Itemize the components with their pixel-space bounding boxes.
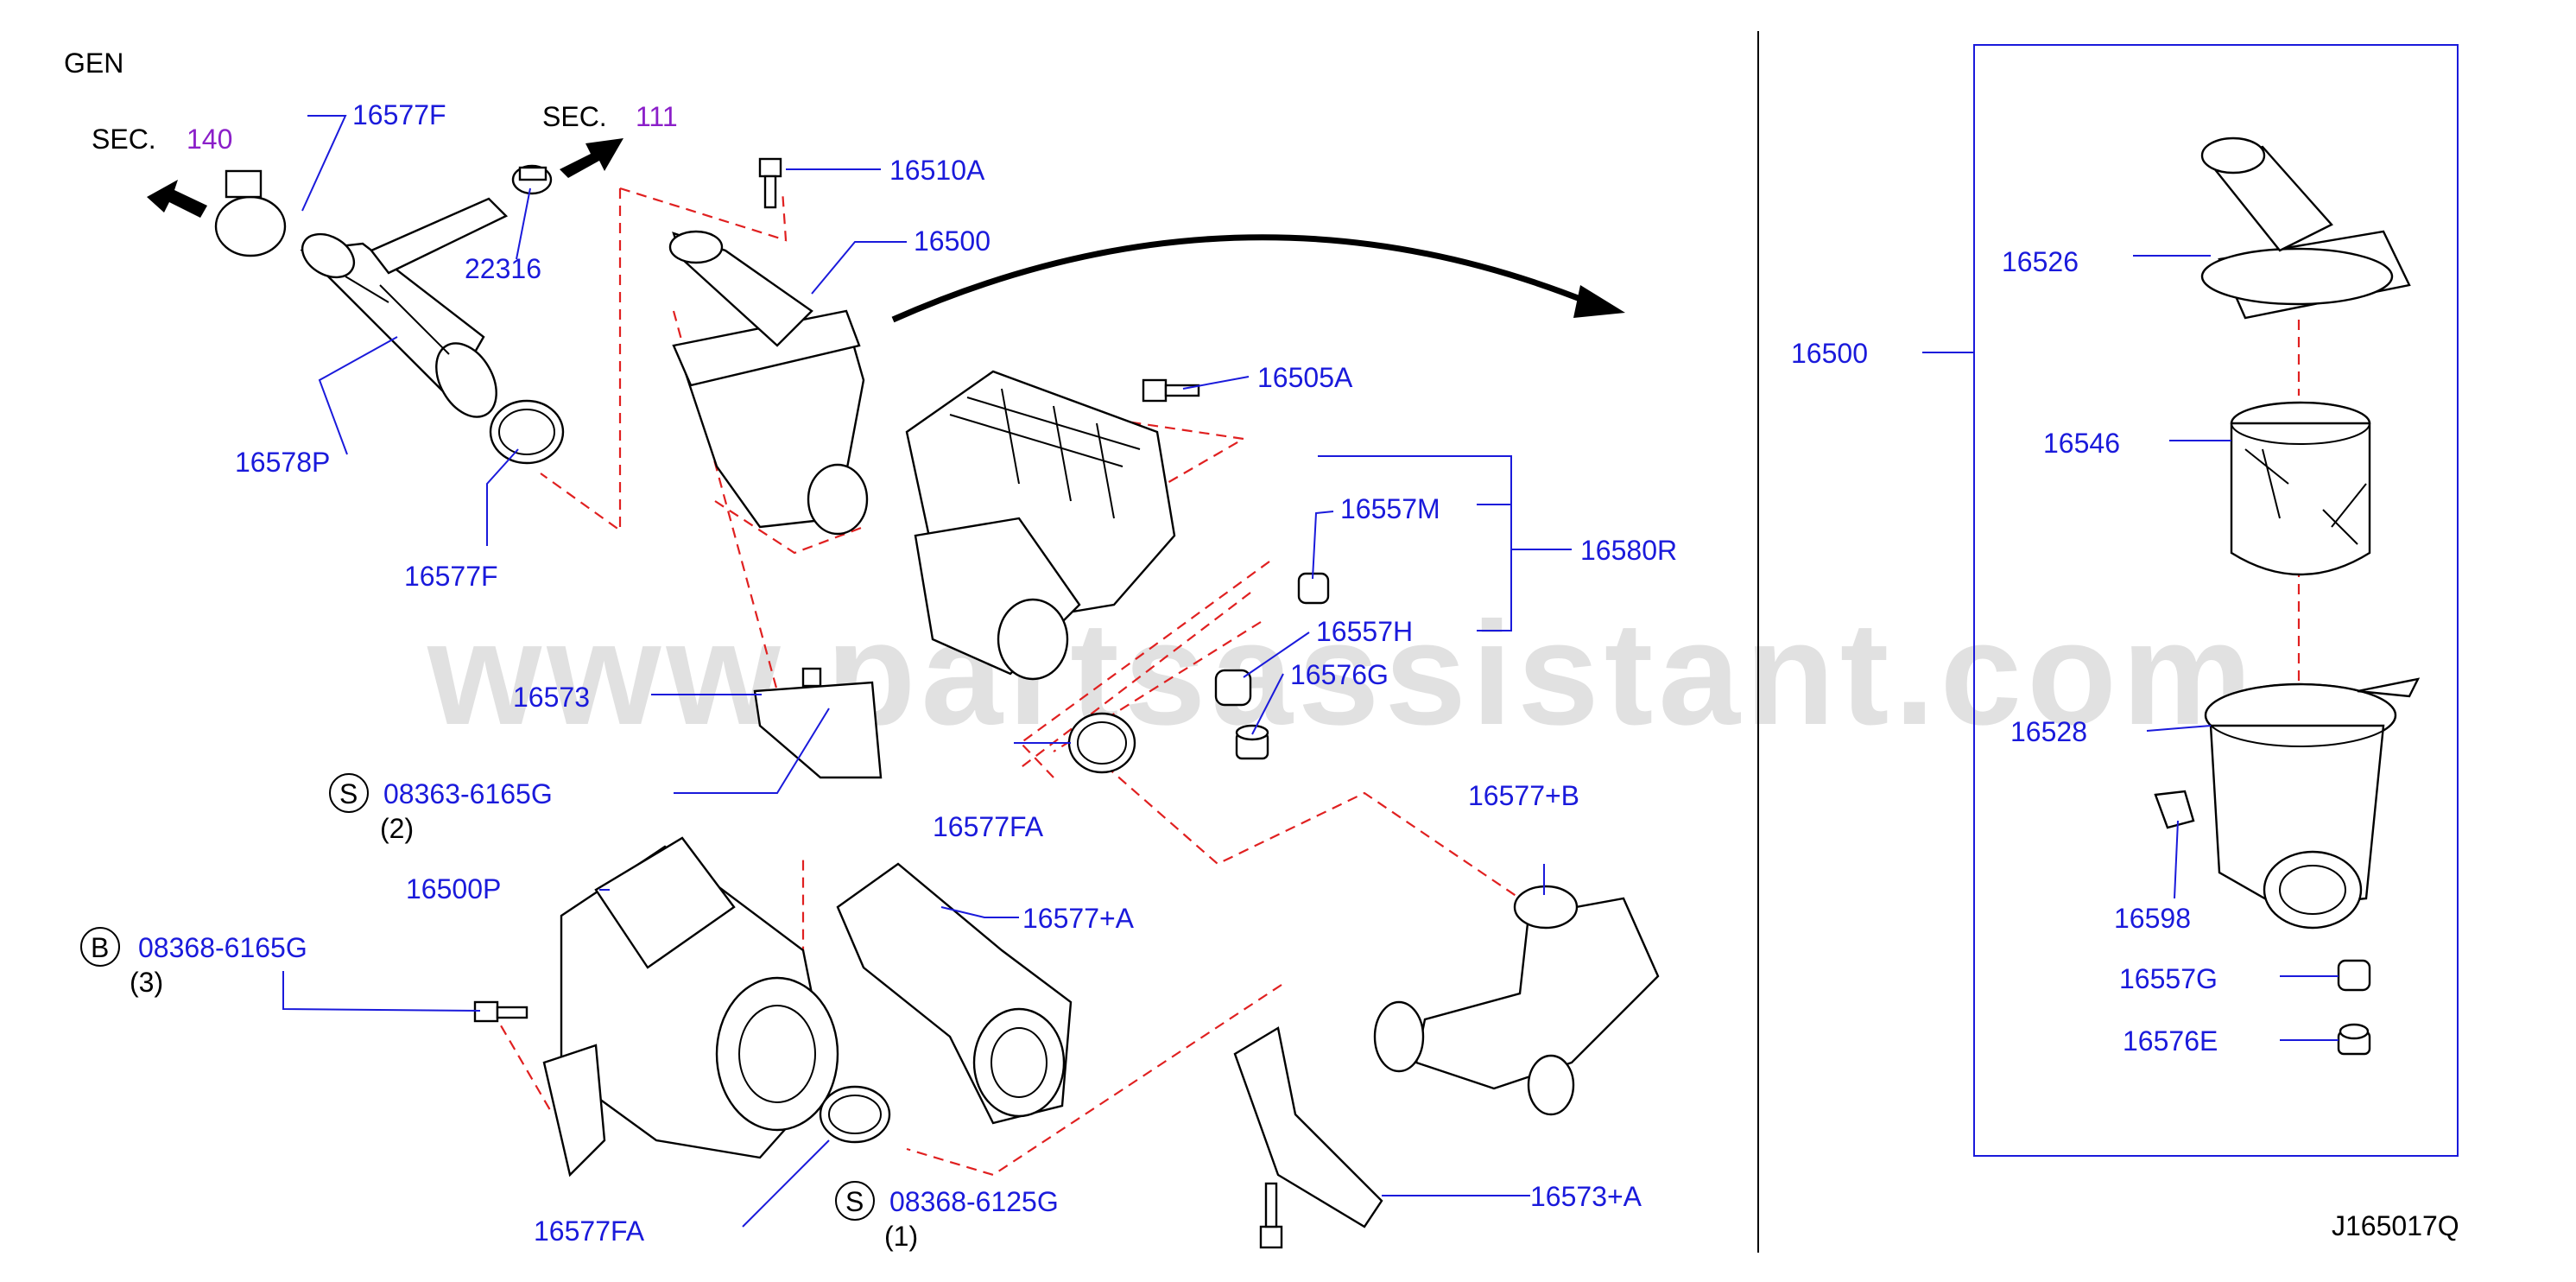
symbol-s-circle-2 <box>835 1181 875 1221</box>
intake-duct-16578P[interactable] <box>294 197 509 428</box>
callout-16578P[interactable]: 16578P <box>235 447 330 478</box>
callout-16580R[interactable]: 16580R <box>1580 535 1677 566</box>
collar-16576G[interactable] <box>1235 724 1269 760</box>
callout-08368-6125G[interactable]: 08368-6125G <box>889 1186 1059 1217</box>
callout-16576G[interactable]: 16576G <box>1290 659 1389 690</box>
svg-text:SEC.: SEC. <box>542 101 607 132</box>
quantity-08368-6165G: (3) <box>130 967 163 998</box>
callout-16577F-top[interactable]: 16577F <box>352 99 446 130</box>
bolt-16510A[interactable] <box>758 157 782 209</box>
arrowhead-icon <box>1573 285 1625 318</box>
callout-16577FA-mid[interactable]: 16577FA <box>933 811 1044 842</box>
watermark: www.partsassistant.com <box>427 592 2257 756</box>
quantity-08368-6125G: (1) <box>884 1221 918 1252</box>
lower-case-16528[interactable] <box>2204 677 2421 930</box>
bolt-16573A[interactable] <box>1259 1182 1283 1249</box>
callout-16500-side[interactable]: 16500 <box>1791 338 1868 369</box>
callout-16577FA-bottom[interactable]: 16577FA <box>534 1215 645 1247</box>
grommet-16557G[interactable] <box>2337 959 2371 992</box>
callout-16557H[interactable]: 16557H <box>1316 616 1413 647</box>
callout-22316[interactable]: 22316 <box>465 253 541 284</box>
curved-arrow-icon <box>891 234 1591 323</box>
callout-16510A[interactable]: 16510A <box>889 155 985 186</box>
callout-16577F-bottom[interactable]: 16577F <box>404 561 498 592</box>
air-hose-16577B[interactable] <box>1373 885 1660 1116</box>
variant-label: GEN <box>64 48 123 79</box>
callout-16577A[interactable]: 16577+A <box>1022 903 1135 934</box>
collar-16576E[interactable] <box>2337 1023 2371 1056</box>
drawing-id: J165017Q <box>2332 1210 2459 1241</box>
assembly-detail-box <box>1973 44 2459 1157</box>
hose-clamp-16577F-top[interactable] <box>214 169 287 257</box>
callout-16598[interactable]: 16598 <box>2114 903 2191 934</box>
hose-clamp-16577FA-bottom[interactable] <box>819 1085 891 1144</box>
callout-16576E[interactable]: 16576E <box>2123 1025 2218 1057</box>
callout-16573[interactable]: 16573 <box>513 682 590 713</box>
clip-16598[interactable] <box>2154 790 2195 829</box>
section-ref-140[interactable]: SEC. 140 <box>92 124 232 155</box>
air-cleaner-16500[interactable] <box>668 230 869 536</box>
quantity-08363-6165G: (2) <box>380 813 414 844</box>
hose-clamp-16577F-bottom[interactable] <box>489 399 565 465</box>
section-ref-111[interactable]: SEC. 111 <box>542 101 678 132</box>
callout-16528[interactable]: 16528 <box>2010 716 2087 747</box>
callout-16546[interactable]: 16546 <box>2043 428 2120 459</box>
bracket-16573[interactable] <box>753 667 883 779</box>
leader-lines <box>282 115 2339 1228</box>
bolt-08368-6165G[interactable] <box>473 1000 528 1023</box>
callout-16557M[interactable]: 16557M <box>1340 493 1440 524</box>
symbol-s-circle-1 <box>329 773 369 813</box>
hose-clamp-16577FA-mid[interactable] <box>1067 712 1136 774</box>
symbol-b-circle <box>80 927 120 967</box>
filter-element-16546[interactable] <box>2230 401 2371 576</box>
callout-16526[interactable]: 16526 <box>2002 246 2079 277</box>
callout-08368-6165G[interactable]: 08368-6165G <box>138 932 307 963</box>
section-number-140[interactable]: 140 <box>187 124 232 155</box>
callout-16500P[interactable]: 16500P <box>406 873 501 904</box>
callout-08363-6165G[interactable]: 08363-6165G <box>383 778 553 809</box>
callout-16557G[interactable]: 16557G <box>2119 963 2218 994</box>
symbol-s-2: S <box>845 1186 864 1217</box>
air-cleaner-16500P[interactable] <box>542 836 839 1177</box>
svg-text:SEC.: SEC. <box>92 124 156 155</box>
callout-16505A[interactable]: 16505A <box>1257 362 1353 393</box>
callout-16573A[interactable]: 16573+A <box>1530 1181 1642 1212</box>
resonator-16580R[interactable] <box>905 370 1176 681</box>
callout-16500-top[interactable]: 16500 <box>914 225 991 257</box>
section-number-111[interactable]: 111 <box>636 101 678 132</box>
arrow-icon <box>560 138 623 178</box>
bracket-16573A[interactable] <box>1233 1026 1383 1228</box>
clip-22316[interactable] <box>511 164 553 195</box>
symbol-s-1: S <box>339 778 358 809</box>
arrow-icon <box>147 180 207 218</box>
grommet-16557H[interactable] <box>1214 669 1252 707</box>
callout-16577B[interactable]: 16577+B <box>1468 780 1579 811</box>
bolt-16505A[interactable] <box>1142 378 1200 403</box>
symbol-b: B <box>91 932 109 963</box>
air-duct-16577A[interactable] <box>836 862 1073 1125</box>
upper-cover-16526[interactable] <box>2200 136 2411 320</box>
assembly-dashed-lines <box>491 187 2301 1177</box>
